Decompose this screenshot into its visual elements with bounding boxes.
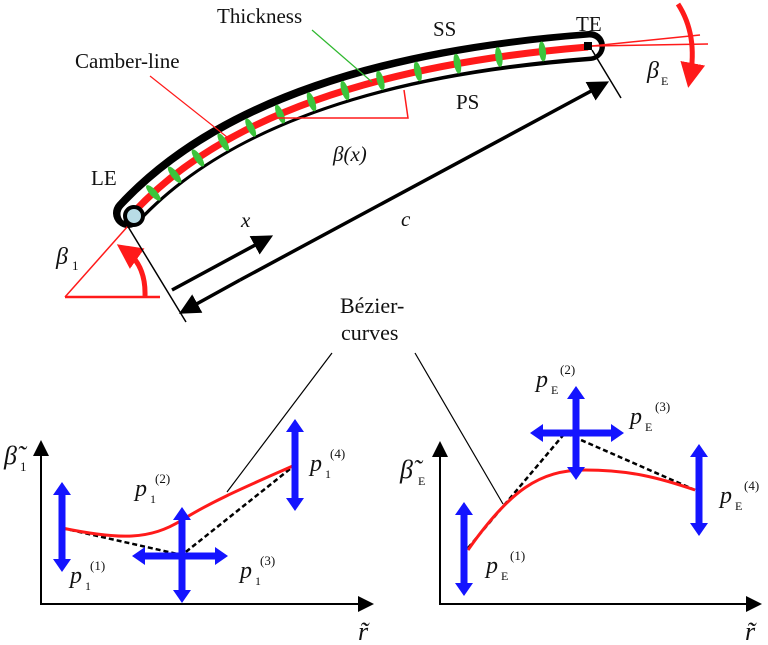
svg-text:E: E [418, 474, 425, 488]
inlet-angle-arc-arrow [116, 244, 148, 297]
thickness-marker [275, 104, 286, 124]
thickness-marker [306, 92, 317, 112]
svg-text:E: E [551, 383, 558, 397]
bezier-caption-line2: curves [341, 320, 398, 345]
control-point-pE-4-vertical-handle[interactable] [690, 444, 708, 536]
trailing-edge-cap [584, 42, 592, 50]
local-angle-label: β(x) [332, 142, 367, 166]
bezier-caption-line1: Bézier- [340, 293, 404, 318]
thickness-marker [167, 166, 182, 184]
svg-text:p: p [628, 404, 642, 430]
point-label-p1-2: p 1 (2) [133, 471, 170, 506]
bezier-leader-left [226, 352, 333, 493]
svg-text:1: 1 [150, 492, 156, 506]
svg-text:(2): (2) [155, 471, 170, 486]
svg-text:p: p [133, 476, 147, 502]
thickness-marker [146, 185, 161, 201]
point-label-pE-3: p E (3) [628, 399, 670, 434]
control-point-p1-4-vertical-handle[interactable] [286, 419, 304, 511]
bezier-curve [466, 468, 696, 551]
point-label-pE-1: p E (1) [484, 548, 525, 583]
blade-profile [113, 31, 605, 228]
svg-text:p: p [534, 367, 548, 393]
thickness-marker [245, 118, 257, 137]
control-point-pE-3-horizontal-handle[interactable] [530, 424, 624, 442]
suction-side-label: SS [433, 17, 456, 41]
point-label-p1-1: p 1 (1) [68, 558, 105, 593]
svg-text:1: 1 [72, 258, 79, 273]
thickness-marker [376, 70, 385, 91]
point-label-pE-4: p E (4) [718, 478, 759, 513]
thickness-marker [191, 149, 205, 167]
svg-text:β: β [646, 58, 659, 84]
chord-arrow-forward [239, 81, 610, 282]
x-label: x [240, 208, 251, 232]
svg-text:β: β [55, 244, 68, 270]
exit-angle-arc-arrow [675, 2, 706, 88]
pressure-side-label: PS [456, 90, 479, 114]
y-axis-label: β̃ E [399, 455, 425, 488]
x-axis-label: r̃ [358, 617, 370, 645]
svg-text:E: E [645, 420, 652, 434]
svg-text:p: p [68, 563, 82, 589]
point-label-p1-3: p 1 (3) [238, 553, 275, 588]
svg-text:1: 1 [85, 579, 91, 593]
svg-text:(1): (1) [510, 548, 525, 563]
control-point-p1-1-vertical-handle[interactable] [53, 482, 71, 572]
svg-text:(4): (4) [330, 446, 345, 461]
thickness-marker [453, 53, 462, 74]
svg-text:(3): (3) [655, 399, 670, 414]
svg-text:p: p [308, 451, 322, 477]
point-label-pE-2: p E (2) [534, 362, 575, 397]
thickness-label: Thickness [217, 4, 302, 28]
x-arrow [171, 235, 274, 292]
x-axis-label: r̃ [745, 617, 757, 645]
control-point-pE-1-vertical-handle[interactable] [455, 502, 473, 596]
thickness-leader-line [311, 29, 373, 83]
le-reference-tick [123, 219, 187, 323]
svg-text:1: 1 [255, 574, 261, 588]
svg-text:1: 1 [20, 459, 27, 474]
bezier-leader-right [414, 352, 504, 505]
exit-angle [591, 2, 709, 88]
camber-leader-line [149, 75, 233, 142]
svg-text:E: E [735, 499, 742, 513]
svg-text:(1): (1) [90, 558, 105, 573]
thickness-markers [146, 41, 547, 201]
inlet-angle-plot: β̃ 1 r̃ p 1 (1) p 1 (2) p 1 (3) p 1 (4) [3, 419, 374, 645]
thickness-marker [217, 133, 230, 152]
exit-angle-label: β E [646, 58, 668, 88]
point-label-p1-4: p 1 (4) [308, 446, 345, 481]
thickness-marker [413, 61, 422, 82]
control-point-p1-3-horizontal-handle[interactable] [132, 547, 228, 565]
y-axis-label: β̃ 1 [3, 441, 28, 474]
svg-text:p: p [484, 553, 498, 579]
leading-edge-label: LE [91, 166, 117, 190]
chord-label: c [401, 207, 411, 231]
svg-text:E: E [661, 74, 668, 88]
inlet-angle [64, 225, 160, 299]
svg-text:E: E [501, 569, 508, 583]
control-polygon [467, 431, 696, 549]
thickness-marker [538, 41, 547, 62]
svg-text:(3): (3) [260, 553, 275, 568]
exit-angle-plot: β̃ E r̃ p E (1) p E (2) p E (3) p E (4) [399, 362, 762, 645]
leading-edge-circle [123, 205, 145, 227]
inlet-angle-label: β 1 [55, 244, 79, 273]
svg-text:1: 1 [325, 467, 331, 481]
local-angle-construction [270, 89, 409, 119]
thickness-marker [340, 80, 350, 101]
trailing-edge-label: TE [576, 12, 602, 36]
svg-text:p: p [238, 558, 252, 584]
svg-text:(4): (4) [744, 478, 759, 493]
thickness-marker [495, 47, 503, 67]
svg-text:p: p [718, 483, 732, 509]
svg-text:(2): (2) [560, 362, 575, 377]
chord-arrow-backward [178, 278, 241, 314]
camber-line-label: Camber-line [75, 49, 180, 73]
te-reference-tick [591, 49, 622, 99]
